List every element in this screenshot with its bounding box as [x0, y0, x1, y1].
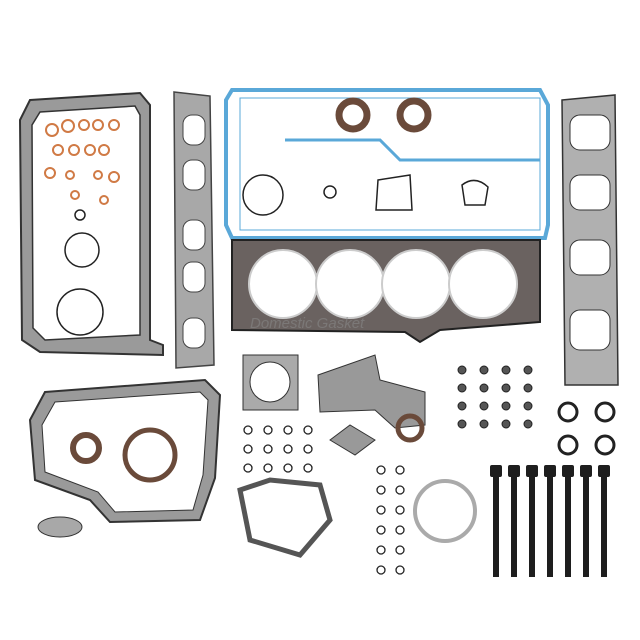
oil-pan-gasket-lower: [28, 378, 222, 538]
spark-plug-seals: [242, 174, 489, 216]
small-o-ring-grid: [243, 401, 616, 575]
misc-gaskets: [237, 354, 477, 558]
copper-rings: [44, 119, 120, 205]
valve-stem-seals: [457, 365, 533, 429]
watermark-text: Domestic Gasket: [250, 315, 365, 332]
oil-pan-gasket-upper: [18, 91, 164, 357]
intake-manifold-gasket: [173, 91, 215, 369]
head-gasket: Domestic Gasket: [231, 239, 541, 344]
small-o-rings: [56, 209, 104, 336]
exhaust-manifold-gasket: [561, 94, 619, 386]
valve-cover-gasket: [224, 88, 550, 240]
head-bolts: [490, 465, 610, 577]
cam-seals: [335, 97, 432, 133]
